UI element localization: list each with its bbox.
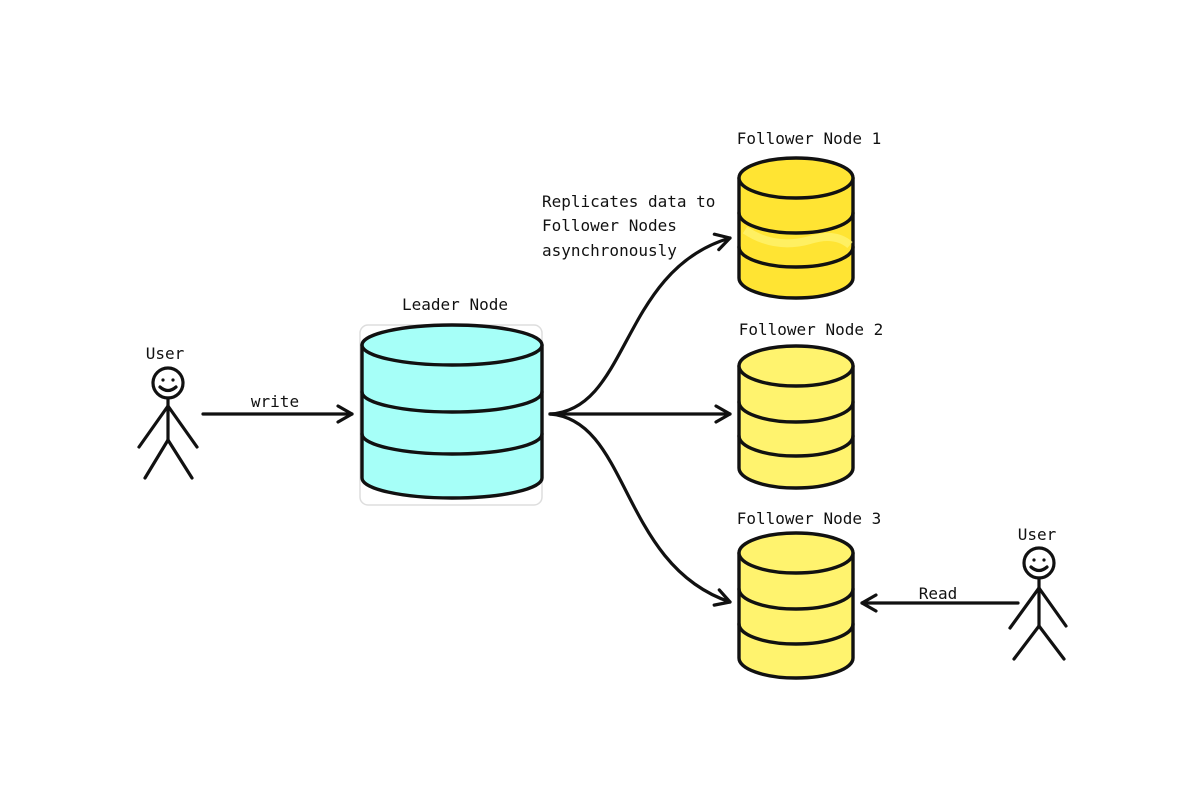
stick-figure-icon (137, 366, 199, 480)
replication-note: Replicates data to Follower Nodes asynch… (542, 192, 715, 260)
leader-cylinder-body (360, 343, 544, 500)
reader-user: User (1008, 525, 1068, 661)
replication-note-line-1: Replicates data to (542, 192, 715, 211)
leader-cylinder-top (360, 323, 544, 367)
read-arrow-label: Read (919, 584, 958, 603)
leader-node-label: Leader Node (402, 295, 508, 314)
replication-arrow-follower-3 (548, 412, 732, 607)
reader-user-label: User (1018, 525, 1057, 544)
leader-node: Leader Node (359, 295, 544, 506)
database-cylinder-icon (737, 156, 855, 300)
write-arrow-label: write (251, 392, 299, 411)
follower-node-2: Follower Node 2 (737, 320, 884, 490)
follower-node-2-label: Follower Node 2 (739, 320, 884, 339)
replication-note-line-3: asynchronously (542, 241, 677, 260)
writer-user: User (137, 344, 199, 480)
replication-note-line-2: Follower Nodes (542, 216, 677, 235)
follower-node-3: Follower Node 3 (737, 509, 882, 680)
database-cylinder-icon (737, 344, 855, 490)
write-arrow: write (201, 392, 354, 424)
follower-node-1-label: Follower Node 1 (737, 129, 882, 148)
stick-figure-icon (1008, 546, 1068, 661)
replication-arrow-follower-1 (548, 232, 732, 416)
follower-node-3-label: Follower Node 3 (737, 509, 882, 528)
replication-arrows (548, 232, 732, 607)
writer-user-label: User (146, 344, 185, 363)
follower-node-1: Follower Node 1 (737, 129, 882, 300)
database-cylinder-icon (737, 531, 855, 680)
database-cylinder-icon (359, 323, 544, 506)
read-arrow: Read (860, 584, 1020, 613)
